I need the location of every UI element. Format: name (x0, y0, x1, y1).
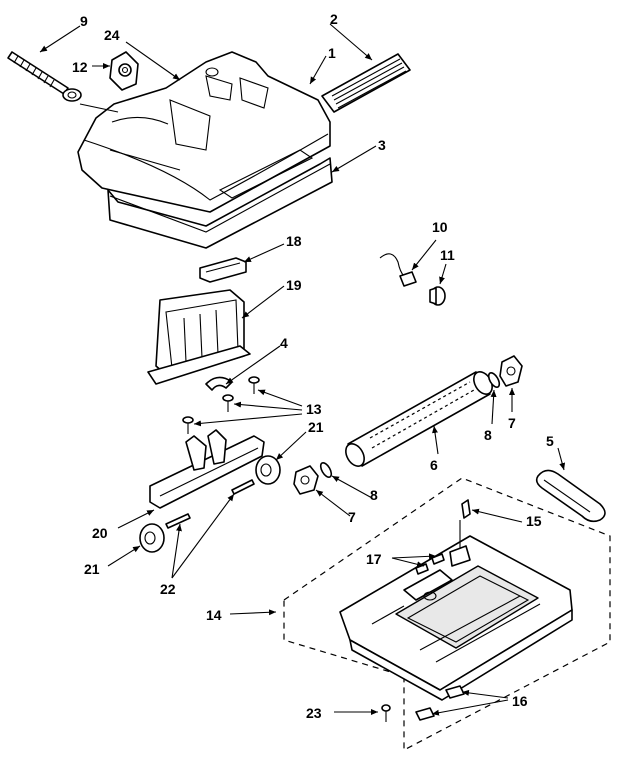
part-7-bearing-left (293, 465, 319, 495)
part-21-wheel-upper (255, 455, 281, 485)
label-11: 11 (440, 247, 455, 263)
part-12-knob (109, 51, 139, 91)
label-1: 1 (328, 45, 336, 61)
part-13-screws (182, 376, 260, 434)
label-6: 6 (430, 457, 438, 473)
part-14-base-plate (339, 520, 573, 701)
label-20: 20 (92, 525, 108, 541)
label-15: 15 (526, 513, 542, 529)
label-19: 19 (286, 277, 302, 293)
part-labels: 9 24 12 2 1 3 18 19 4 13 21 20 21 22 10 … (72, 11, 554, 721)
label-23: 23 (306, 705, 322, 721)
label-16: 16 (512, 693, 528, 709)
part-1-hood (77, 51, 331, 213)
part-11-bulb (429, 286, 446, 306)
label-9: 9 (80, 13, 88, 29)
label-21-upper: 21 (308, 419, 324, 435)
label-8-left: 8 (370, 487, 378, 503)
part-8-end-cap-left (319, 461, 333, 479)
label-7-left: 7 (348, 509, 356, 525)
label-7-right: 7 (508, 415, 516, 431)
part-15-clip (461, 499, 471, 519)
label-5: 5 (546, 433, 554, 449)
label-3: 3 (378, 137, 386, 153)
part-6-brush-roll (345, 371, 493, 467)
part-23-screw (381, 704, 391, 722)
label-8-right: 8 (484, 427, 492, 443)
part-20-axle-bracket (149, 429, 265, 509)
label-22: 22 (160, 581, 176, 597)
label-10: 10 (432, 219, 448, 235)
label-14: 14 (206, 607, 222, 623)
part-18-latch (199, 257, 247, 283)
part-10-lead (379, 253, 417, 287)
part-3-bumper (107, 157, 333, 249)
label-2: 2 (330, 11, 338, 27)
part-7-bearing-right (499, 355, 523, 387)
part-22-axles (165, 479, 255, 529)
part-14-base-boundary (283, 477, 611, 751)
part-4-clip (205, 376, 233, 391)
part-2-grille (321, 53, 411, 113)
part-19-carriage (147, 289, 251, 385)
label-17: 17 (366, 551, 382, 567)
part-9-handle-spring (7, 51, 82, 102)
label-12: 12 (72, 59, 88, 75)
leader-lines (39, 23, 566, 716)
label-13: 13 (306, 401, 322, 417)
label-18: 18 (286, 233, 302, 249)
label-21-lower: 21 (84, 561, 100, 577)
label-4: 4 (280, 335, 288, 351)
part-16-feet (415, 685, 465, 721)
part-21-wheel-lower (139, 523, 165, 553)
label-24: 24 (104, 27, 120, 43)
part-5-belt (535, 469, 606, 523)
part-8-end-cap-right (487, 371, 501, 389)
